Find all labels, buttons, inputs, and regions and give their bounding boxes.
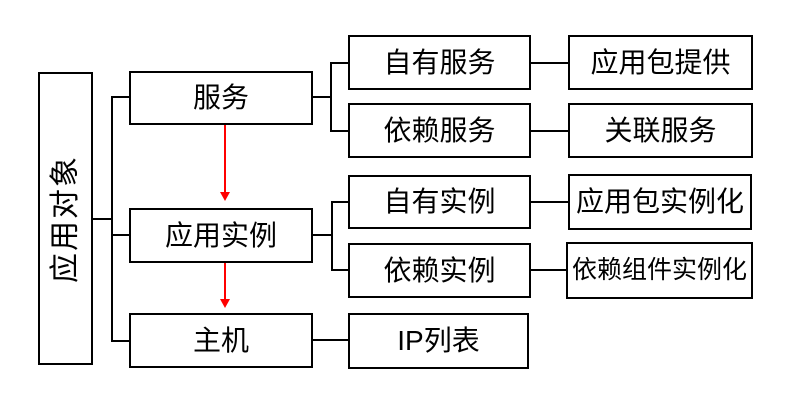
- connector-app-instance-stub: [313, 234, 332, 236]
- node-dep-comp-instantiate: 依赖组件实例化: [566, 242, 753, 299]
- connector-app-instance-to-dep-instance: [331, 269, 348, 271]
- connector-dep-instance-to-dep-comp-instantiate: [531, 269, 566, 271]
- connector-root-trunk: [111, 96, 113, 342]
- node-dep-comp-instantiate-label: 依赖组件实例化: [571, 256, 747, 284]
- node-app-pkg-instantiate-label: 应用包实例化: [575, 186, 744, 217]
- node-host: 主机: [129, 313, 313, 368]
- node-application-object: 应用对象: [38, 72, 93, 365]
- connector-own-instance-to-app-pkg-instantiate: [531, 201, 568, 203]
- node-service-label: 服务: [192, 82, 249, 113]
- node-dep-instance-label: 依赖实例: [383, 254, 496, 286]
- connector-app-instance-trunk: [331, 201, 333, 271]
- node-own-service-label: 自有服务: [383, 46, 496, 78]
- node-service: 服务: [129, 71, 313, 125]
- connector-app-instance-to-own-instance: [331, 201, 348, 203]
- connector-root-stub: [93, 218, 113, 220]
- connector-service-to-dep-service: [330, 130, 348, 132]
- arrow-app-instance-to-host-head: [220, 299, 230, 308]
- connector-service-stub: [313, 96, 331, 98]
- node-own-service: 自有服务: [348, 35, 531, 90]
- node-dep-service-label: 依赖服务: [383, 114, 496, 146]
- connector-dep-service-to-related-service: [531, 130, 568, 132]
- node-host-label: 主机: [192, 324, 249, 356]
- arrow-app-instance-to-host: [224, 263, 226, 300]
- node-own-instance: 自有实例: [348, 175, 531, 229]
- node-dep-instance: 依赖实例: [348, 243, 531, 298]
- connector-root-to-app-instance: [111, 234, 129, 236]
- node-app-pkg-provide: 应用包提供: [568, 35, 753, 90]
- arrow-service-to-app-instance-head: [220, 192, 230, 201]
- node-related-service-label: 关联服务: [604, 114, 717, 146]
- node-ip-list: IP列表: [348, 313, 529, 369]
- node-own-instance-label: 自有实例: [383, 186, 496, 217]
- connector-own-service-to-app-pkg-provide: [531, 62, 568, 64]
- node-app-pkg-provide-label: 应用包提供: [590, 46, 731, 78]
- connector-root-to-service: [111, 96, 129, 98]
- node-dep-service: 依赖服务: [348, 103, 531, 158]
- connector-service-trunk: [330, 62, 332, 132]
- node-ip-list-label: IP列表: [397, 325, 480, 356]
- node-app-instance: 应用实例: [129, 208, 313, 263]
- connector-host-to-ip-list: [313, 339, 348, 341]
- node-app-pkg-instantiate: 应用包实例化: [568, 174, 752, 230]
- node-app-instance-label: 应用实例: [164, 219, 277, 251]
- arrow-service-to-app-instance: [224, 125, 226, 193]
- connector-root-to-host: [111, 340, 129, 342]
- node-related-service: 关联服务: [568, 103, 753, 158]
- node-application-object-label: 应用对象: [48, 154, 82, 283]
- connector-service-to-own-service: [330, 62, 348, 64]
